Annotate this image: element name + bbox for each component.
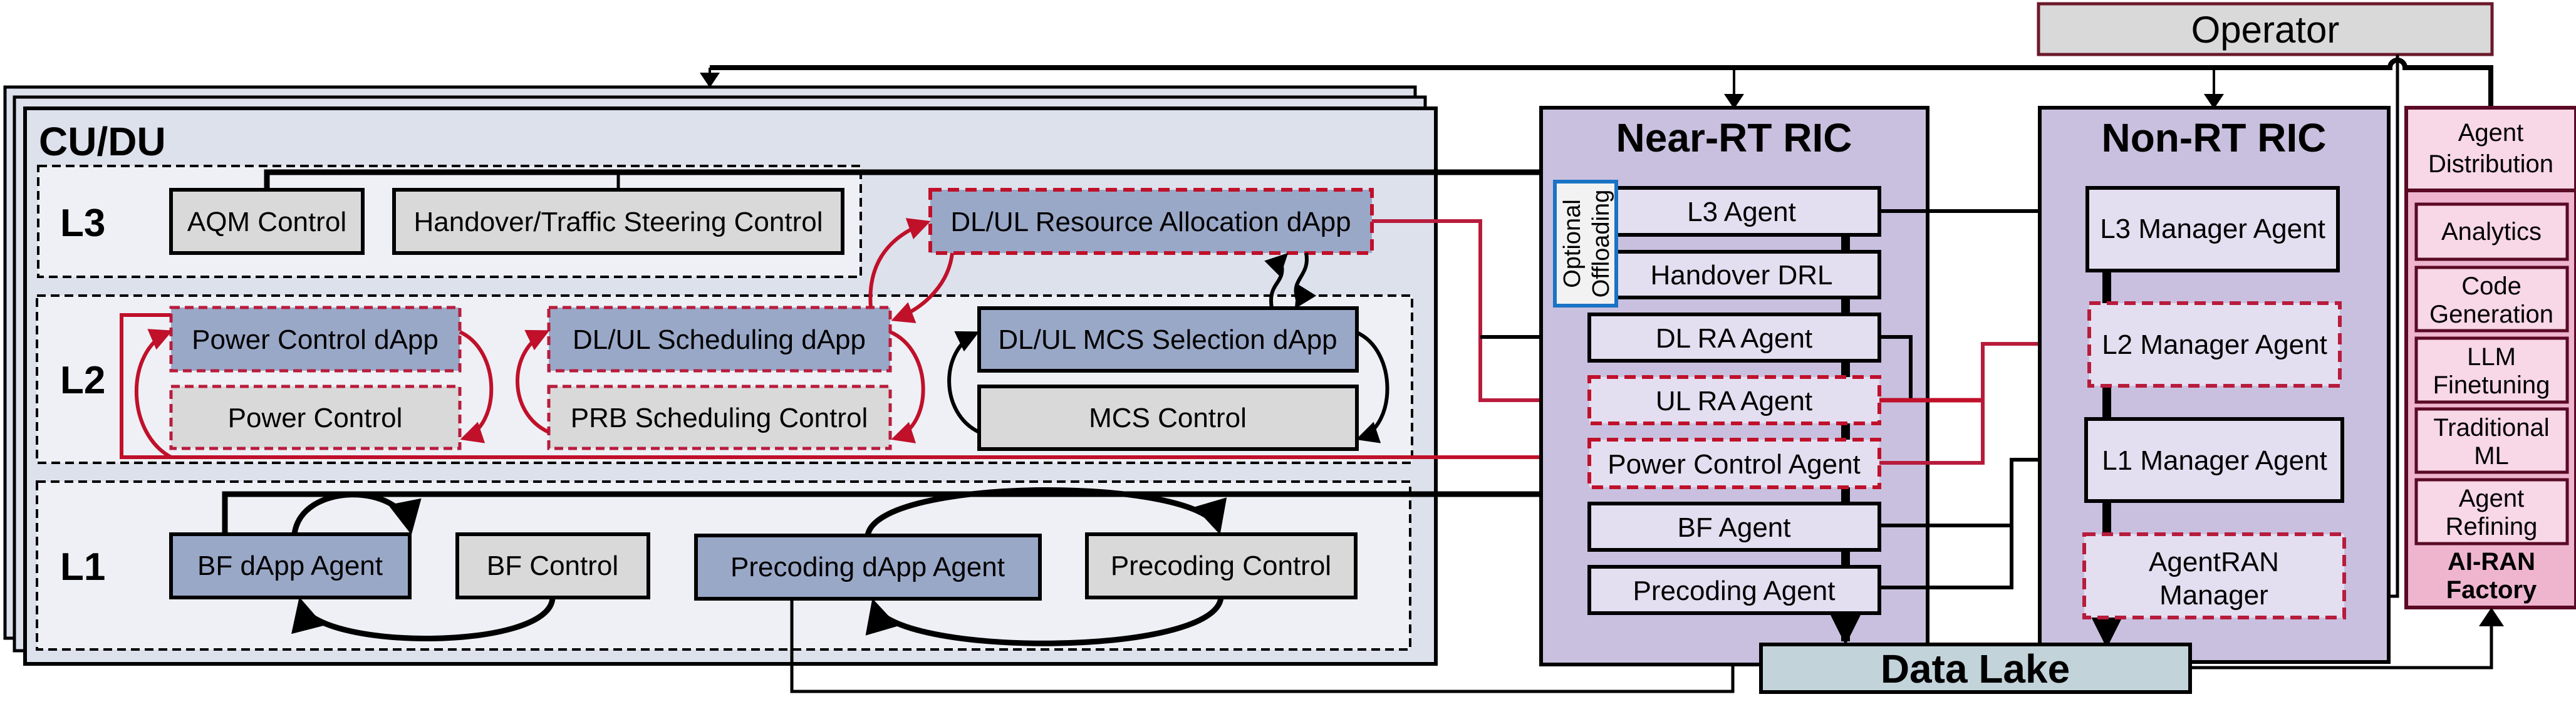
l3-agent-box[interactable]: L3 Agent xyxy=(1587,186,1881,237)
svg-text:Distribution: Distribution xyxy=(2428,150,2553,178)
svg-text:PRB Scheduling Control: PRB Scheduling Control xyxy=(571,403,868,433)
svg-text:UL RA Agent: UL RA Agent xyxy=(1656,386,1812,416)
ul-ra-agent-box[interactable]: UL RA Agent xyxy=(1587,375,1881,425)
cudu-layer-l3: L3 AQM Control Handover/Traffic Steering… xyxy=(37,165,862,278)
svg-text:L2 Manager Agent: L2 Manager Agent xyxy=(2102,329,2327,360)
svg-text:Handover/Traffic Steering Cont: Handover/Traffic Steering Control xyxy=(414,207,823,237)
precoding-control-box[interactable]: Precoding Control xyxy=(1085,532,1358,599)
svg-text:Generation: Generation xyxy=(2429,301,2553,328)
precoding-dapp-agent-box[interactable]: Precoding dApp Agent xyxy=(694,534,1042,601)
non-rt-title: Non-RT RIC xyxy=(2101,115,2326,160)
factory-item-agent-refining[interactable]: Agent Refining xyxy=(2414,478,2569,546)
svg-text:Power Control dApp: Power Control dApp xyxy=(192,324,439,355)
resource-allocation-dapp-box[interactable]: DL/UL Resource Allocation dApp xyxy=(928,188,1374,255)
svg-text:Factory: Factory xyxy=(2446,576,2537,604)
bf-agent-box[interactable]: BF Agent xyxy=(1587,502,1881,552)
operator-label: Operator xyxy=(2191,9,2340,51)
svg-text:Code: Code xyxy=(2461,272,2521,300)
svg-text:AQM Control: AQM Control xyxy=(187,207,346,237)
l1-manager-agent-box[interactable]: L1 Manager Agent xyxy=(2084,417,2344,503)
svg-text:BF Agent: BF Agent xyxy=(1677,512,1790,543)
svg-text:L3 Manager Agent: L3 Manager Agent xyxy=(2100,214,2325,244)
svg-text:Traditional: Traditional xyxy=(2433,414,2549,442)
svg-text:DL/UL Scheduling dApp: DL/UL Scheduling dApp xyxy=(573,324,866,355)
non-rt-ric: Non-RT RIC L3 Manager Agent L2 Manager A… xyxy=(2038,106,2391,664)
bf-control-box[interactable]: BF Control xyxy=(455,532,650,599)
data-lake-box[interactable]: Data Lake xyxy=(1759,643,2192,694)
cudu-layer-l2: L2 Power Control dApp Power Control DL/U… xyxy=(36,294,1413,464)
operator-box: Operator xyxy=(2037,2,2494,56)
svg-text:ML: ML xyxy=(2474,442,2509,470)
agentran-manager-box[interactable]: AgentRAN Manager xyxy=(2082,532,2346,619)
svg-text:Data Lake: Data Lake xyxy=(1881,646,2070,691)
svg-text:Manager: Manager xyxy=(2159,580,2268,611)
svg-text:Refining: Refining xyxy=(2446,513,2538,540)
svg-text:BF dApp Agent: BF dApp Agent xyxy=(197,551,383,581)
dl-ra-agent-box[interactable]: DL RA Agent xyxy=(1587,313,1881,363)
svg-text:Offloading: Offloading xyxy=(1588,190,1614,298)
svg-text:Handover DRL: Handover DRL xyxy=(1650,260,1832,291)
handover-traffic-steering-control-box[interactable]: Handover/Traffic Steering Control xyxy=(392,188,844,255)
svg-text:Precoding dApp Agent: Precoding dApp Agent xyxy=(730,552,1005,582)
factory-item-llm-finetuning[interactable]: LLM Finetuning xyxy=(2414,336,2569,404)
cudu-layer-l1: L1 BF dApp Agent BF Control Precoding dA… xyxy=(36,480,1411,651)
aqm-control-box[interactable]: AQM Control xyxy=(169,188,365,255)
power-control-dapp-box[interactable]: Power Control dApp xyxy=(169,306,462,373)
svg-text:DL/UL MCS Selection dApp: DL/UL MCS Selection dApp xyxy=(998,324,1337,355)
svg-text:Precoding Agent: Precoding Agent xyxy=(1633,576,1836,606)
svg-text:Precoding Control: Precoding Control xyxy=(1111,551,1331,581)
factory-item-traditional-ml[interactable]: Traditional ML xyxy=(2414,407,2569,474)
factory-title: AI-RAN xyxy=(2448,548,2535,576)
near-rt-title: Near-RT RIC xyxy=(1616,115,1852,160)
cudu-title: CU/DU xyxy=(39,119,166,164)
power-control-box[interactable]: Power Control xyxy=(169,385,462,450)
power-control-agent-box[interactable]: Power Control Agent xyxy=(1587,438,1881,489)
svg-text:Power Control Agent: Power Control Agent xyxy=(1607,449,1861,480)
layer-label-l1: L1 xyxy=(60,546,105,589)
datalake-to-factory-arrow xyxy=(2190,608,2504,670)
svg-text:DL/UL Resource Allocation dApp: DL/UL Resource Allocation dApp xyxy=(950,207,1351,237)
svg-text:L1 Manager Agent: L1 Manager Agent xyxy=(2102,445,2327,476)
layer-label-l2: L2 xyxy=(60,359,105,402)
mcs-control-box[interactable]: MCS Control xyxy=(977,385,1359,451)
mcs-selection-dapp-box[interactable]: DL/UL MCS Selection dApp xyxy=(977,306,1359,373)
handover-drl-box[interactable]: Handover DRL xyxy=(1587,250,1881,299)
cudu-internal-arrows xyxy=(134,218,1389,646)
l2-manager-agent-box[interactable]: L2 Manager Agent xyxy=(2087,301,2342,388)
svg-text:BF Control: BF Control xyxy=(487,551,618,581)
svg-text:Agent: Agent xyxy=(2458,119,2524,147)
offloading-box: Optional Offloading xyxy=(1553,180,1618,308)
l3-manager-agent-box[interactable]: L3 Manager Agent xyxy=(2085,186,2340,272)
svg-text:Optional: Optional xyxy=(1559,199,1586,288)
svg-text:AgentRAN: AgentRAN xyxy=(2149,547,2279,577)
svg-text:Agent: Agent xyxy=(2459,485,2525,512)
svg-text:Finetuning: Finetuning xyxy=(2433,371,2550,399)
ai-ran-factory: Agent Distribution Analytics Code Genera… xyxy=(2404,106,2576,609)
svg-text:LLM: LLM xyxy=(2467,343,2516,371)
precoding-agent-box[interactable]: Precoding Agent xyxy=(1587,565,1881,615)
bf-dapp-agent-box[interactable]: BF dApp Agent xyxy=(169,532,412,599)
layer-label-l3: L3 xyxy=(60,202,105,245)
factory-item-code-generation[interactable]: Code Generation xyxy=(2414,266,2569,333)
svg-text:MCS Control: MCS Control xyxy=(1089,403,1247,433)
svg-text:Power Control: Power Control xyxy=(228,403,403,433)
svg-text:DL RA Agent: DL RA Agent xyxy=(1656,323,1812,354)
prb-scheduling-control-box[interactable]: PRB Scheduling Control xyxy=(547,385,892,450)
scheduling-dapp-box[interactable]: DL/UL Scheduling dApp xyxy=(547,306,892,373)
svg-text:L3 Agent: L3 Agent xyxy=(1687,197,1796,227)
factory-item-analytics[interactable]: Analytics xyxy=(2414,202,2569,261)
near-rt-ric: Near-RT RIC L3 Agent Handover DRL Option… xyxy=(1539,106,1929,666)
svg-text:Analytics: Analytics xyxy=(2441,218,2542,246)
